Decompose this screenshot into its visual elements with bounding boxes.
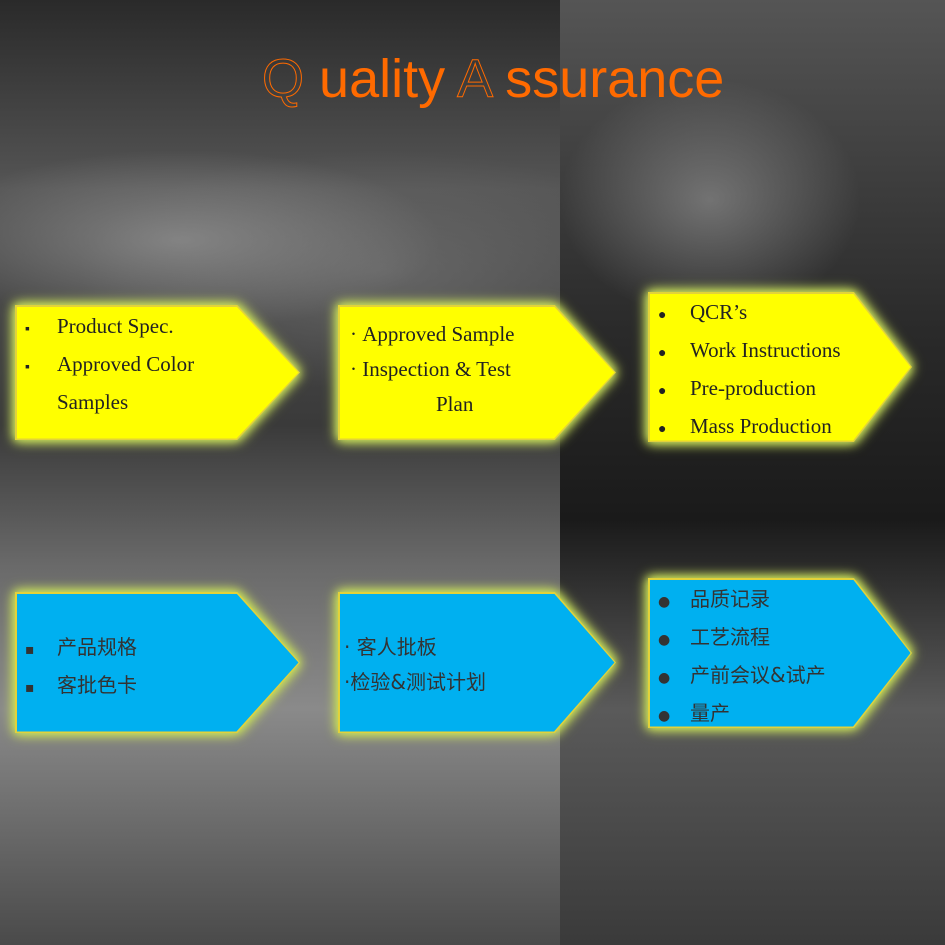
list-item: 检验&测试计划 [350,670,486,694]
arrow-qcr: ● QCR’s ● Work Instructions ● Pre-productio… [648,292,912,442]
list-item: 量产 [690,701,730,725]
square-bullet-icon: ▪ [25,680,35,696]
title-q-outline: Q [261,49,305,110]
title-part: ssurance [505,49,725,109]
square-bullet-icon: ▪ [25,360,30,375]
list-item: Pre-production [690,376,816,400]
list-item: Inspection & Test [362,357,511,381]
arrow-product-spec: ▪ Product Spec. ▪ Approved Color Samples [15,305,300,440]
dot-bullet-icon: · [344,635,351,659]
arrow-product-spec-cn: ▪ 产品规格 ▪ 客批色卡 [15,592,300,733]
title-part: uality [319,49,446,109]
round-bullet-icon: ● [658,346,667,361]
list-item: Product Spec. [57,314,174,338]
round-bullet-icon: ● [658,632,671,648]
background-photo-right [560,0,945,945]
round-bullet-icon: ● [658,422,667,437]
dot-bullet-icon: · [350,357,357,381]
arrow-qcr-cn: ● 品质记录 ● 工艺流程 ● 产前会议&试产 ● 量产 [648,578,912,728]
list-item: 工艺流程 [690,625,770,649]
list-item: Mass Production [690,414,832,438]
list-item: 客人批板 [356,635,437,659]
dot-bullet-icon: · [344,670,351,694]
list-item: Work Instructions [690,338,841,362]
title-a-outline: A [457,49,491,110]
round-bullet-icon: ● [658,708,671,724]
list-item: Approved Color [57,352,195,376]
square-bullet-icon: ▪ [25,322,30,337]
arrow-approved-sample-cn: · 客人批板 ·检验&测试计划 [338,592,616,733]
list-item: QCR’s [690,300,748,324]
dot-bullet-icon: · [350,322,357,346]
list-item: 品质记录 [690,587,770,611]
round-bullet-icon: ● [658,594,671,610]
list-item: Approved Sample [362,322,515,346]
round-bullet-icon: ● [658,670,671,686]
page-title: Q uality A ssurance [261,48,725,110]
round-bullet-icon: ● [658,308,667,323]
round-bullet-icon: ● [658,384,667,399]
list-item: 客批色卡 [57,673,137,697]
list-item: 产前会议&试产 [690,663,826,687]
list-item: Plan [436,392,474,416]
list-item: 产品规格 [57,635,137,659]
background-photo-left [0,0,560,945]
square-bullet-icon: ▪ [25,642,35,658]
arrow-approved-sample: · Approved Sample · Inspection & Test Pl… [338,305,616,440]
list-item: Samples [57,390,129,414]
